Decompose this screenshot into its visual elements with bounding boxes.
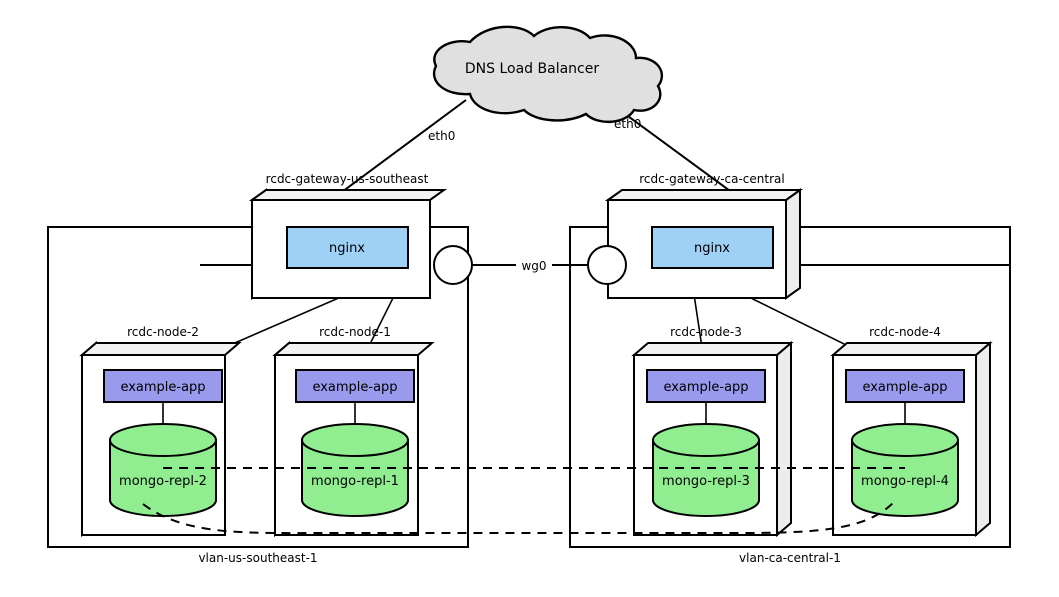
db-node-3-label: mongo-repl-3 <box>662 474 750 489</box>
wg0-interface-right[interactable] <box>587 245 627 285</box>
node-rcdc-node-4[interactable]: example-app mongo-repl-4 rcdc-node-4 <box>830 325 993 538</box>
replication-link-curved[interactable] <box>142 502 894 535</box>
service-nginx-right-label: nginx <box>694 241 730 256</box>
eth0-left-label: eth0 <box>428 129 455 143</box>
wg0-tunnel[interactable]: wg0 <box>470 256 595 274</box>
node-rcdc-node-3[interactable]: example-app mongo-repl-3 rcdc-node-3 <box>631 325 794 538</box>
cloud-label: DNS Load Balancer <box>465 61 599 77</box>
node-4-label: rcdc-node-4 <box>869 325 941 339</box>
db-node-2[interactable]: mongo-repl-2 <box>109 423 217 517</box>
db-node-4[interactable]: mongo-repl-4 <box>851 423 959 517</box>
db-node-1-label: mongo-repl-1 <box>311 474 399 489</box>
node-1-label: rcdc-node-1 <box>319 325 391 339</box>
app-node-3[interactable] <box>646 369 766 403</box>
db-node-3[interactable]: mongo-repl-3 <box>652 423 760 517</box>
db-node-2-label: mongo-repl-2 <box>119 474 207 489</box>
wg0-interface-left[interactable] <box>433 245 473 285</box>
service-nginx-left[interactable] <box>286 226 409 269</box>
app-node-4-label: example-app <box>862 380 947 395</box>
node-rcdc-node-1[interactable]: example-app mongo-repl-1 rcdc-node-1 <box>272 325 435 538</box>
app-node-4[interactable] <box>845 369 965 403</box>
gateway-left-label: rcdc-gateway-us-southeast <box>266 172 429 186</box>
node-rcdc-node-2[interactable]: example-app mongo-repl-2 rcdc-node-2 <box>79 325 242 538</box>
app-node-2[interactable] <box>103 369 223 403</box>
mongo-replication-links[interactable] <box>142 467 905 535</box>
service-nginx-left-label: nginx <box>329 241 365 256</box>
node-3-label: rcdc-node-3 <box>670 325 742 339</box>
dns-load-balancer-cloud[interactable]: DNS Load Balancer <box>433 25 664 123</box>
db-node-4-label: mongo-repl-4 <box>861 474 949 489</box>
app-node-1[interactable] <box>295 369 415 403</box>
vlan-right-label: vlan-ca-central-1 <box>739 551 841 565</box>
wg0-label: wg0 <box>521 259 546 273</box>
gateway-right[interactable]: nginx rcdc-gateway-ca-central <box>587 172 1010 300</box>
gateway-left[interactable]: nginx rcdc-gateway-us-southeast <box>200 172 473 300</box>
vlan-left-label: vlan-us-southeast-1 <box>198 551 317 565</box>
service-nginx-right[interactable] <box>651 226 774 269</box>
app-node-1-label: example-app <box>312 380 397 395</box>
db-node-1[interactable]: mongo-repl-1 <box>301 423 409 517</box>
gateway-right-label: rcdc-gateway-ca-central <box>639 172 784 186</box>
app-node-3-label: example-app <box>663 380 748 395</box>
node-2-label: rcdc-node-2 <box>127 325 199 339</box>
app-node-2-label: example-app <box>120 380 205 395</box>
